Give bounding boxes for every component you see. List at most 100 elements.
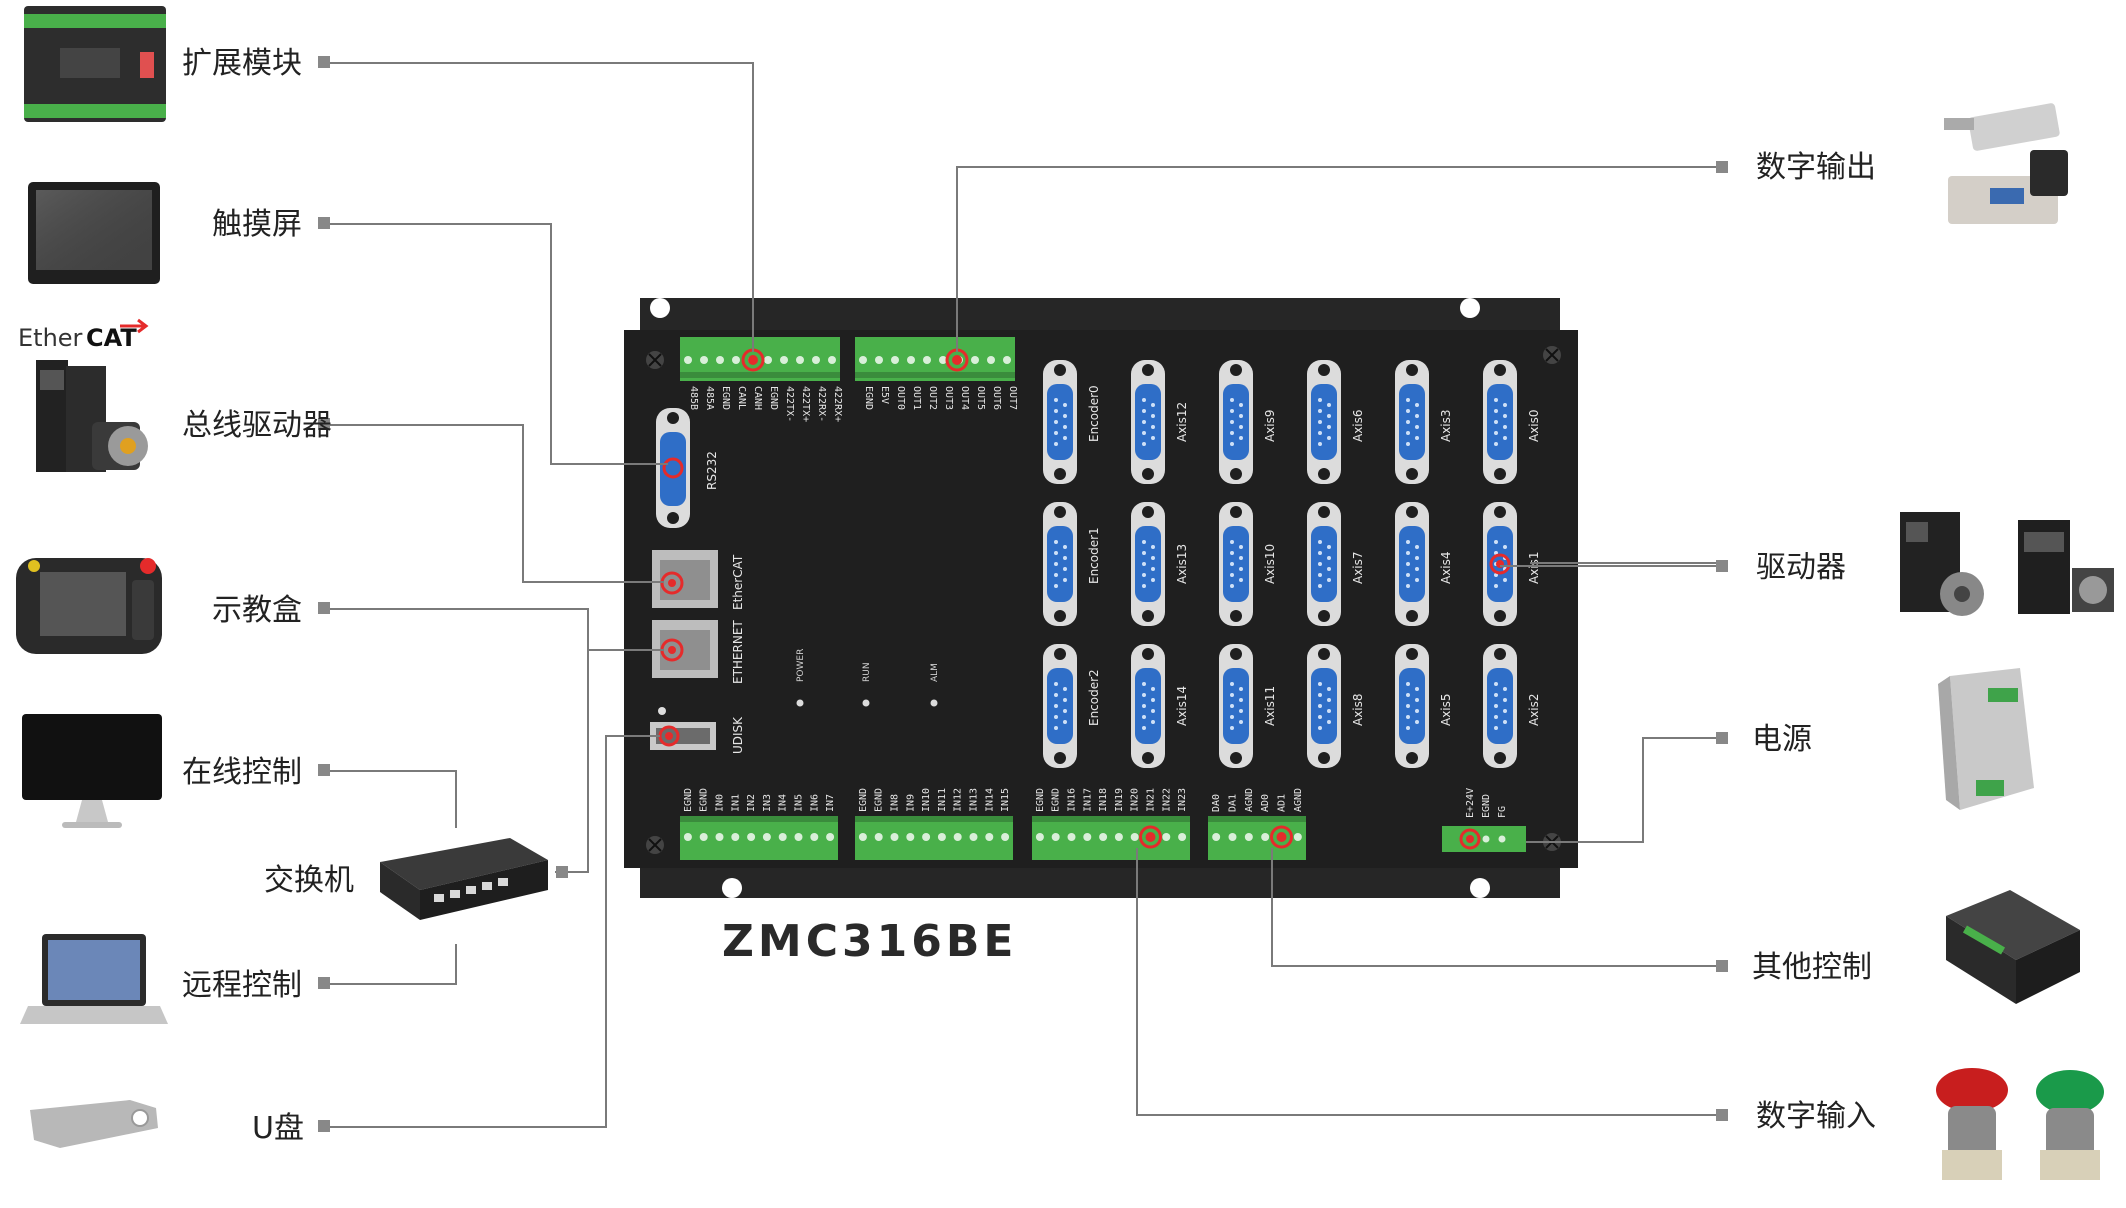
label-other-control: 其他控制 — [1752, 950, 1872, 985]
pin-label: 485B — [688, 386, 699, 410]
pin-label: OUT5 — [975, 386, 986, 410]
pin-label: 485A — [704, 386, 715, 410]
label-udisk: U盘 — [252, 1111, 304, 1146]
db9-connector-axis5[interactable] — [1395, 644, 1429, 768]
pin-label: IN1 — [730, 794, 741, 812]
pin-label: AD1 — [1277, 794, 1288, 812]
terminal-hole — [907, 356, 915, 364]
connector-lines — [318, 56, 1728, 1132]
pin-label: 422TX+ — [800, 386, 811, 422]
pin-label: EGND — [1051, 788, 1062, 812]
db9-connector-axis4[interactable] — [1395, 502, 1429, 626]
touchscreen-icon — [28, 182, 160, 284]
pin-label: IN16 — [1067, 788, 1078, 812]
status-led — [862, 699, 870, 707]
label-touchscreen: 触摸屏 — [212, 207, 302, 242]
axis-label: Axis4 — [1439, 551, 1453, 584]
led-label: POWER — [796, 649, 806, 682]
pin-label: IN18 — [1098, 788, 1109, 812]
led-label: RUN — [862, 662, 872, 682]
expansion-module-icon — [24, 6, 166, 122]
label-digital-output: 数字输出 — [1756, 150, 1876, 185]
pin-label: IN12 — [953, 788, 964, 812]
axis-label: Axis5 — [1439, 693, 1453, 726]
terminal-block-input-1[interactable] — [855, 816, 1013, 860]
terminal-block-input-2[interactable] — [1032, 816, 1190, 860]
axis-label: Encoder1 — [1087, 527, 1101, 584]
pin-label: IN3 — [762, 794, 773, 812]
db9-connector-axis14[interactable] — [1131, 644, 1165, 768]
terminal-hole — [923, 356, 931, 364]
db9-connector-axis11[interactable] — [1219, 644, 1253, 768]
label-online-control: 在线控制 — [182, 755, 302, 790]
ethercat-port[interactable] — [652, 550, 718, 608]
axis-label: Axis6 — [1351, 409, 1365, 442]
udisk-label: UDISK — [731, 716, 745, 754]
terminal-hole — [796, 356, 804, 364]
pin-label: OUT4 — [959, 386, 970, 410]
db9-connector-axis12[interactable] — [1131, 360, 1165, 484]
terminal-hole — [716, 356, 724, 364]
emergency-buttons-icon — [1936, 1068, 2104, 1180]
terminal-hole — [875, 356, 883, 364]
axis-label: Axis2 — [1527, 693, 1541, 726]
pin-label: EGND — [1481, 794, 1492, 818]
db9-connector-axis0[interactable] — [1483, 360, 1517, 484]
pin-label: IN19 — [1114, 788, 1125, 812]
db9-connector-encoder2[interactable] — [1043, 644, 1077, 768]
pin-label: OUT3 — [943, 386, 954, 410]
db9-connector-axis13[interactable] — [1131, 502, 1165, 626]
pin-label: IN6 — [809, 794, 820, 812]
db9-connector-axis6[interactable] — [1307, 360, 1341, 484]
terminal-block-comm[interactable] — [680, 337, 840, 381]
pin-label: IN17 — [1082, 788, 1093, 812]
label-driver: 驱动器 — [1756, 550, 1846, 585]
udisk-port[interactable] — [650, 707, 716, 750]
pin-label: EGND — [874, 788, 885, 812]
pin-label: EGND — [863, 386, 874, 410]
terminal-hole — [859, 356, 867, 364]
driver-devices-icon — [1900, 512, 2114, 616]
pin-label: 422RX+ — [832, 386, 843, 422]
db9-connector-encoder1[interactable] — [1043, 502, 1077, 626]
db9-connector-encoder0[interactable] — [1043, 360, 1077, 484]
ethercat-logo: Ether CAT — [18, 318, 149, 352]
axis-label: Axis10 — [1263, 544, 1277, 584]
axis-label: Encoder0 — [1087, 385, 1101, 442]
pin-label: IN20 — [1130, 788, 1141, 812]
power-terminal[interactable] — [1442, 826, 1526, 852]
terminal-block-input-3[interactable] — [1208, 816, 1306, 860]
terminal-hole — [971, 356, 979, 364]
db9-connector-axis7[interactable] — [1307, 502, 1341, 626]
db9-connector-axis3[interactable] — [1395, 360, 1429, 484]
laptop-icon — [20, 934, 168, 1024]
model-name: ZMC316BE — [722, 916, 1017, 967]
terminal-hole — [891, 356, 899, 364]
pin-label: AD0 — [1260, 794, 1271, 812]
connection-marker — [1489, 553, 1511, 575]
db9-connector-axis8[interactable] — [1307, 644, 1341, 768]
label-switch: 交换机 — [264, 863, 354, 898]
axis-label: Axis1 — [1527, 551, 1541, 584]
pin-label: OUT2 — [927, 386, 938, 410]
terminal-block-input-0[interactable] — [680, 816, 838, 860]
rs232-port[interactable] — [656, 408, 690, 528]
db9-connector-axis2[interactable] — [1483, 644, 1517, 768]
pin-label: OUT6 — [991, 386, 1002, 410]
axis-label: Axis14 — [1175, 686, 1189, 726]
db9-connector-axis9[interactable] — [1219, 360, 1253, 484]
label-teach-pendant: 示教盒 — [212, 593, 302, 628]
terminal-hole — [828, 356, 836, 364]
pin-label: IN23 — [1177, 788, 1188, 812]
connection-marker — [1459, 828, 1481, 850]
pin-label: OUT1 — [911, 386, 922, 410]
db9-connector-axis10[interactable] — [1219, 502, 1253, 626]
terminal-block-output[interactable] — [855, 337, 1015, 381]
pin-label: IN4 — [778, 794, 789, 812]
terminal-hole — [764, 356, 772, 364]
db9-connector-axis1[interactable] — [1483, 502, 1517, 626]
screw-icon — [646, 346, 1561, 854]
svg-text:Ether: Ether — [18, 324, 83, 352]
